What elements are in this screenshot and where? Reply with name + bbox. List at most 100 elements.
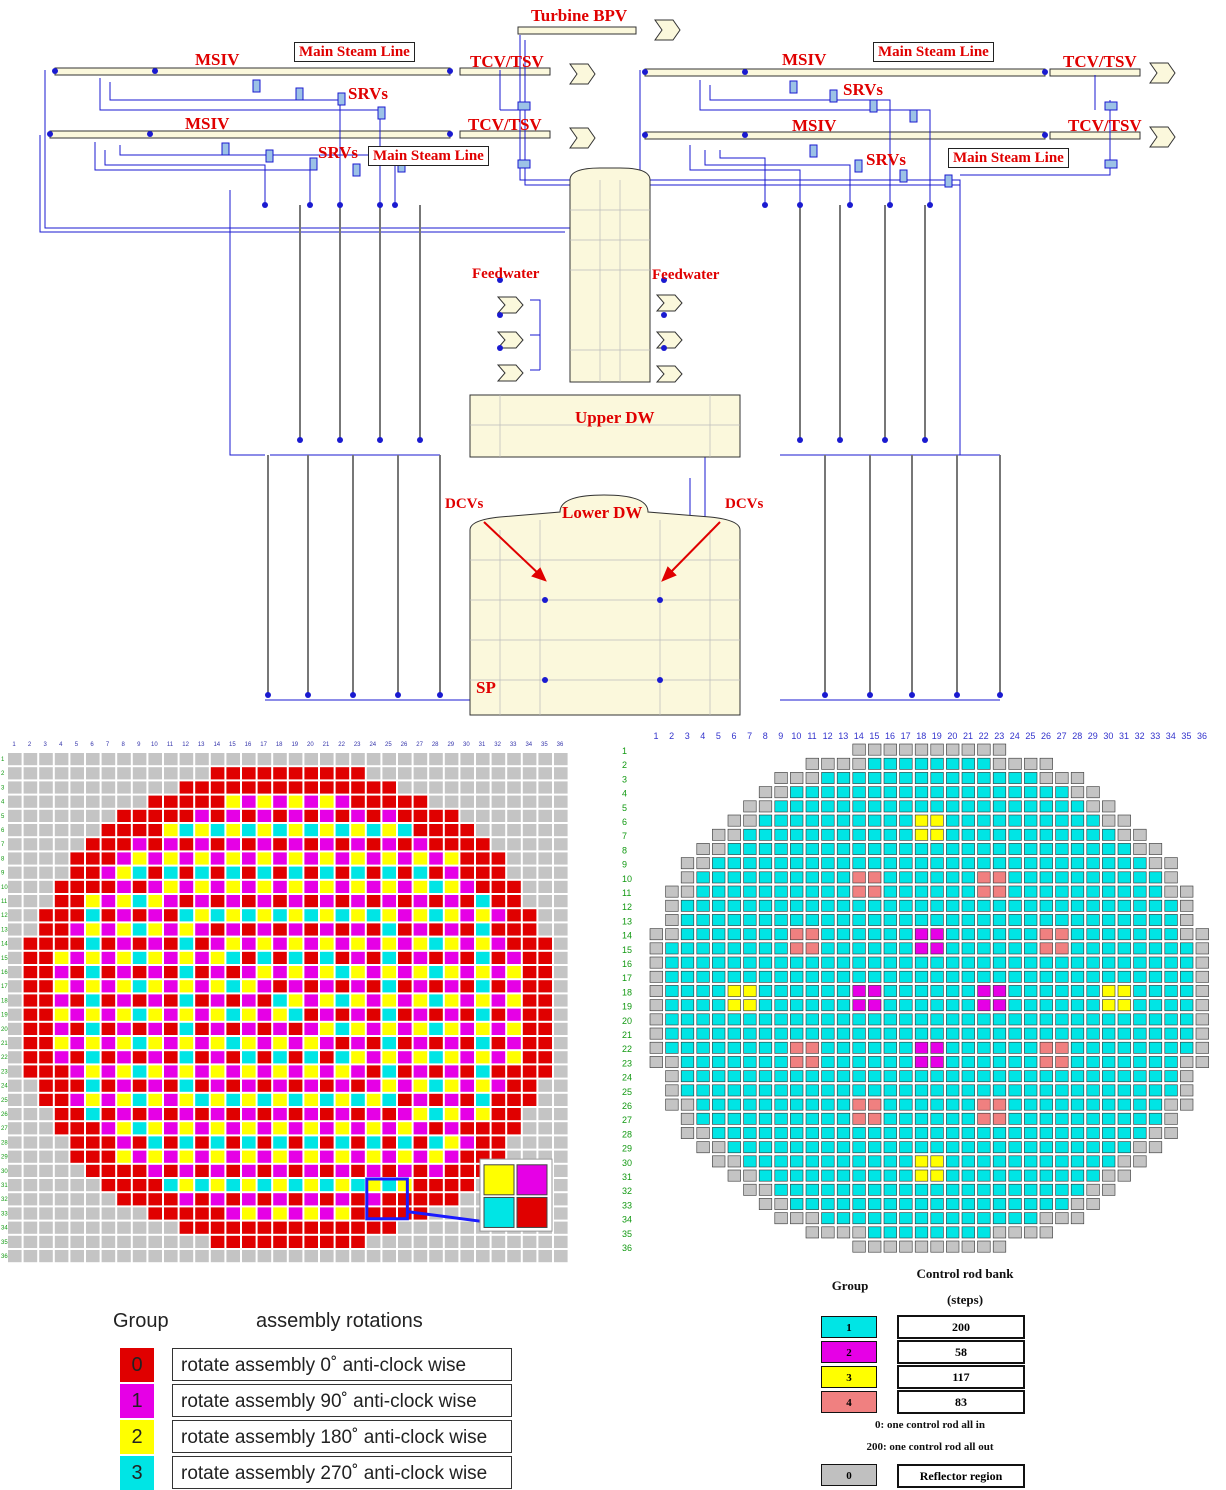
assembly-cell: [288, 951, 303, 964]
control-rod-cell: [1117, 1098, 1131, 1111]
assembly-cell: [444, 781, 459, 794]
control-rod-cell: [961, 786, 975, 799]
assembly-cell: [476, 838, 490, 851]
assembly-cell: [86, 1022, 100, 1035]
control-rod-cell: [696, 942, 710, 955]
assembly-cell: [304, 809, 318, 822]
assembly-cell: [54, 1150, 69, 1163]
control-rod-cell: [1039, 1070, 1053, 1083]
control-rod-cell: [1164, 885, 1178, 898]
row-label: 13: [622, 916, 632, 926]
msiv-label-2: MSIV: [185, 114, 230, 133]
control-rod-cell: [836, 843, 851, 855]
assembly-cell: [242, 1079, 256, 1092]
control-rod-cell: [774, 999, 788, 1012]
assembly-cell: [382, 852, 396, 865]
assembly-cell: [507, 824, 521, 837]
assembly-cell: [226, 1022, 240, 1035]
control-rod-cell: [868, 1240, 882, 1253]
control-rod-cell: [1086, 1027, 1100, 1040]
assembly-cell: [164, 951, 178, 964]
assembly-cell: [257, 1235, 272, 1248]
assembly-cell: [54, 1008, 69, 1021]
assembly-cell: [288, 1051, 303, 1064]
control-rod-cell: [1086, 1098, 1100, 1111]
assembly-cell: [273, 1164, 287, 1177]
assembly-cell: [179, 1108, 194, 1121]
assembly-cell: [242, 1008, 256, 1021]
assembly-cell: [117, 1250, 131, 1263]
assembly-cell: [148, 980, 162, 993]
control-rod-cell: [1195, 1056, 1209, 1068]
control-rod-cell: [914, 1013, 929, 1026]
assembly-cell: [351, 852, 365, 865]
assembly-cell: [273, 1221, 287, 1234]
control-rod-cell: [1102, 1127, 1116, 1139]
control-rod-cell: [727, 1027, 741, 1040]
assembly-cell: [8, 1122, 22, 1135]
assembly-cell: [460, 838, 474, 851]
assembly-cell: [226, 838, 240, 851]
assembly-cell: [179, 1122, 194, 1135]
legend-swatch-2: 2: [120, 1420, 154, 1454]
control-rod-cell: [899, 814, 913, 827]
assembly-cell: [320, 895, 334, 908]
assembly-cell: [226, 824, 240, 837]
control-rod-cell: [1055, 786, 1069, 799]
assembly-cell: [429, 795, 443, 808]
control-rod-cell: [1102, 942, 1116, 955]
assembly-cell: [398, 923, 412, 936]
control-rod-cell: [883, 857, 897, 870]
control-rod-cell: [743, 1070, 757, 1083]
control-rod-cell: [992, 814, 1007, 827]
assembly-cell: [522, 1122, 537, 1135]
control-rod-cell: [1164, 1070, 1178, 1083]
control-rod-cell: [1039, 1127, 1053, 1139]
assembly-cell: [54, 838, 69, 851]
control-rod-cell: [758, 1141, 773, 1154]
control-rod-cell: [758, 1041, 773, 1054]
control-rod-cell: [868, 786, 882, 799]
col-label: 28: [432, 742, 439, 748]
control-rod-cell: [852, 1041, 866, 1054]
control-rod-cell: [805, 999, 819, 1012]
col-label: 26: [401, 742, 408, 748]
assembly-cell: [101, 923, 116, 936]
assembly-cell: [257, 1207, 272, 1220]
steps-header: (steps): [946, 1292, 984, 1307]
control-rod-cell: [1102, 1141, 1116, 1154]
assembly-cell: [444, 966, 459, 979]
control-rod-cell: [790, 928, 804, 941]
control-rod-cell: [665, 999, 679, 1012]
assembly-cell: [335, 753, 350, 766]
assembly-cell: [242, 767, 256, 780]
control-rod-cell: [727, 857, 741, 870]
control-rod-cell: [852, 928, 866, 941]
control-rod-cell: [1102, 914, 1116, 926]
control-rod-cell: [852, 985, 866, 997]
control-rod-cell: [1070, 1027, 1085, 1040]
assembly-cell: [148, 838, 162, 851]
control-rod-cell: [680, 1112, 695, 1125]
assembly-cell: [491, 753, 506, 766]
assembly-cell: [507, 1093, 521, 1106]
assembly-cell: [538, 880, 552, 893]
assembly-cell: [320, 1136, 334, 1149]
assembly-cell: [366, 809, 381, 822]
control-rod-cell: [1086, 1013, 1100, 1026]
assembly-cell: [164, 753, 178, 766]
assembly-cell: [538, 852, 552, 865]
control-rod-cell: [696, 1070, 710, 1083]
control-rod-cell: [977, 928, 991, 941]
assembly-cell: [70, 753, 84, 766]
assembly-cell: [8, 1250, 22, 1263]
control-rod-cell: [1180, 1013, 1194, 1026]
assembly-cell: [366, 1150, 381, 1163]
control-rod-cell: [1133, 843, 1147, 855]
main-steam-line-label-4: Main Steam Line: [948, 148, 1069, 168]
control-rod-cell: [743, 814, 757, 827]
control-rod-cell: [743, 843, 757, 855]
assembly-cell: [304, 923, 318, 936]
control-rod-cell: [821, 1155, 835, 1168]
assembly-cell: [429, 1022, 443, 1035]
